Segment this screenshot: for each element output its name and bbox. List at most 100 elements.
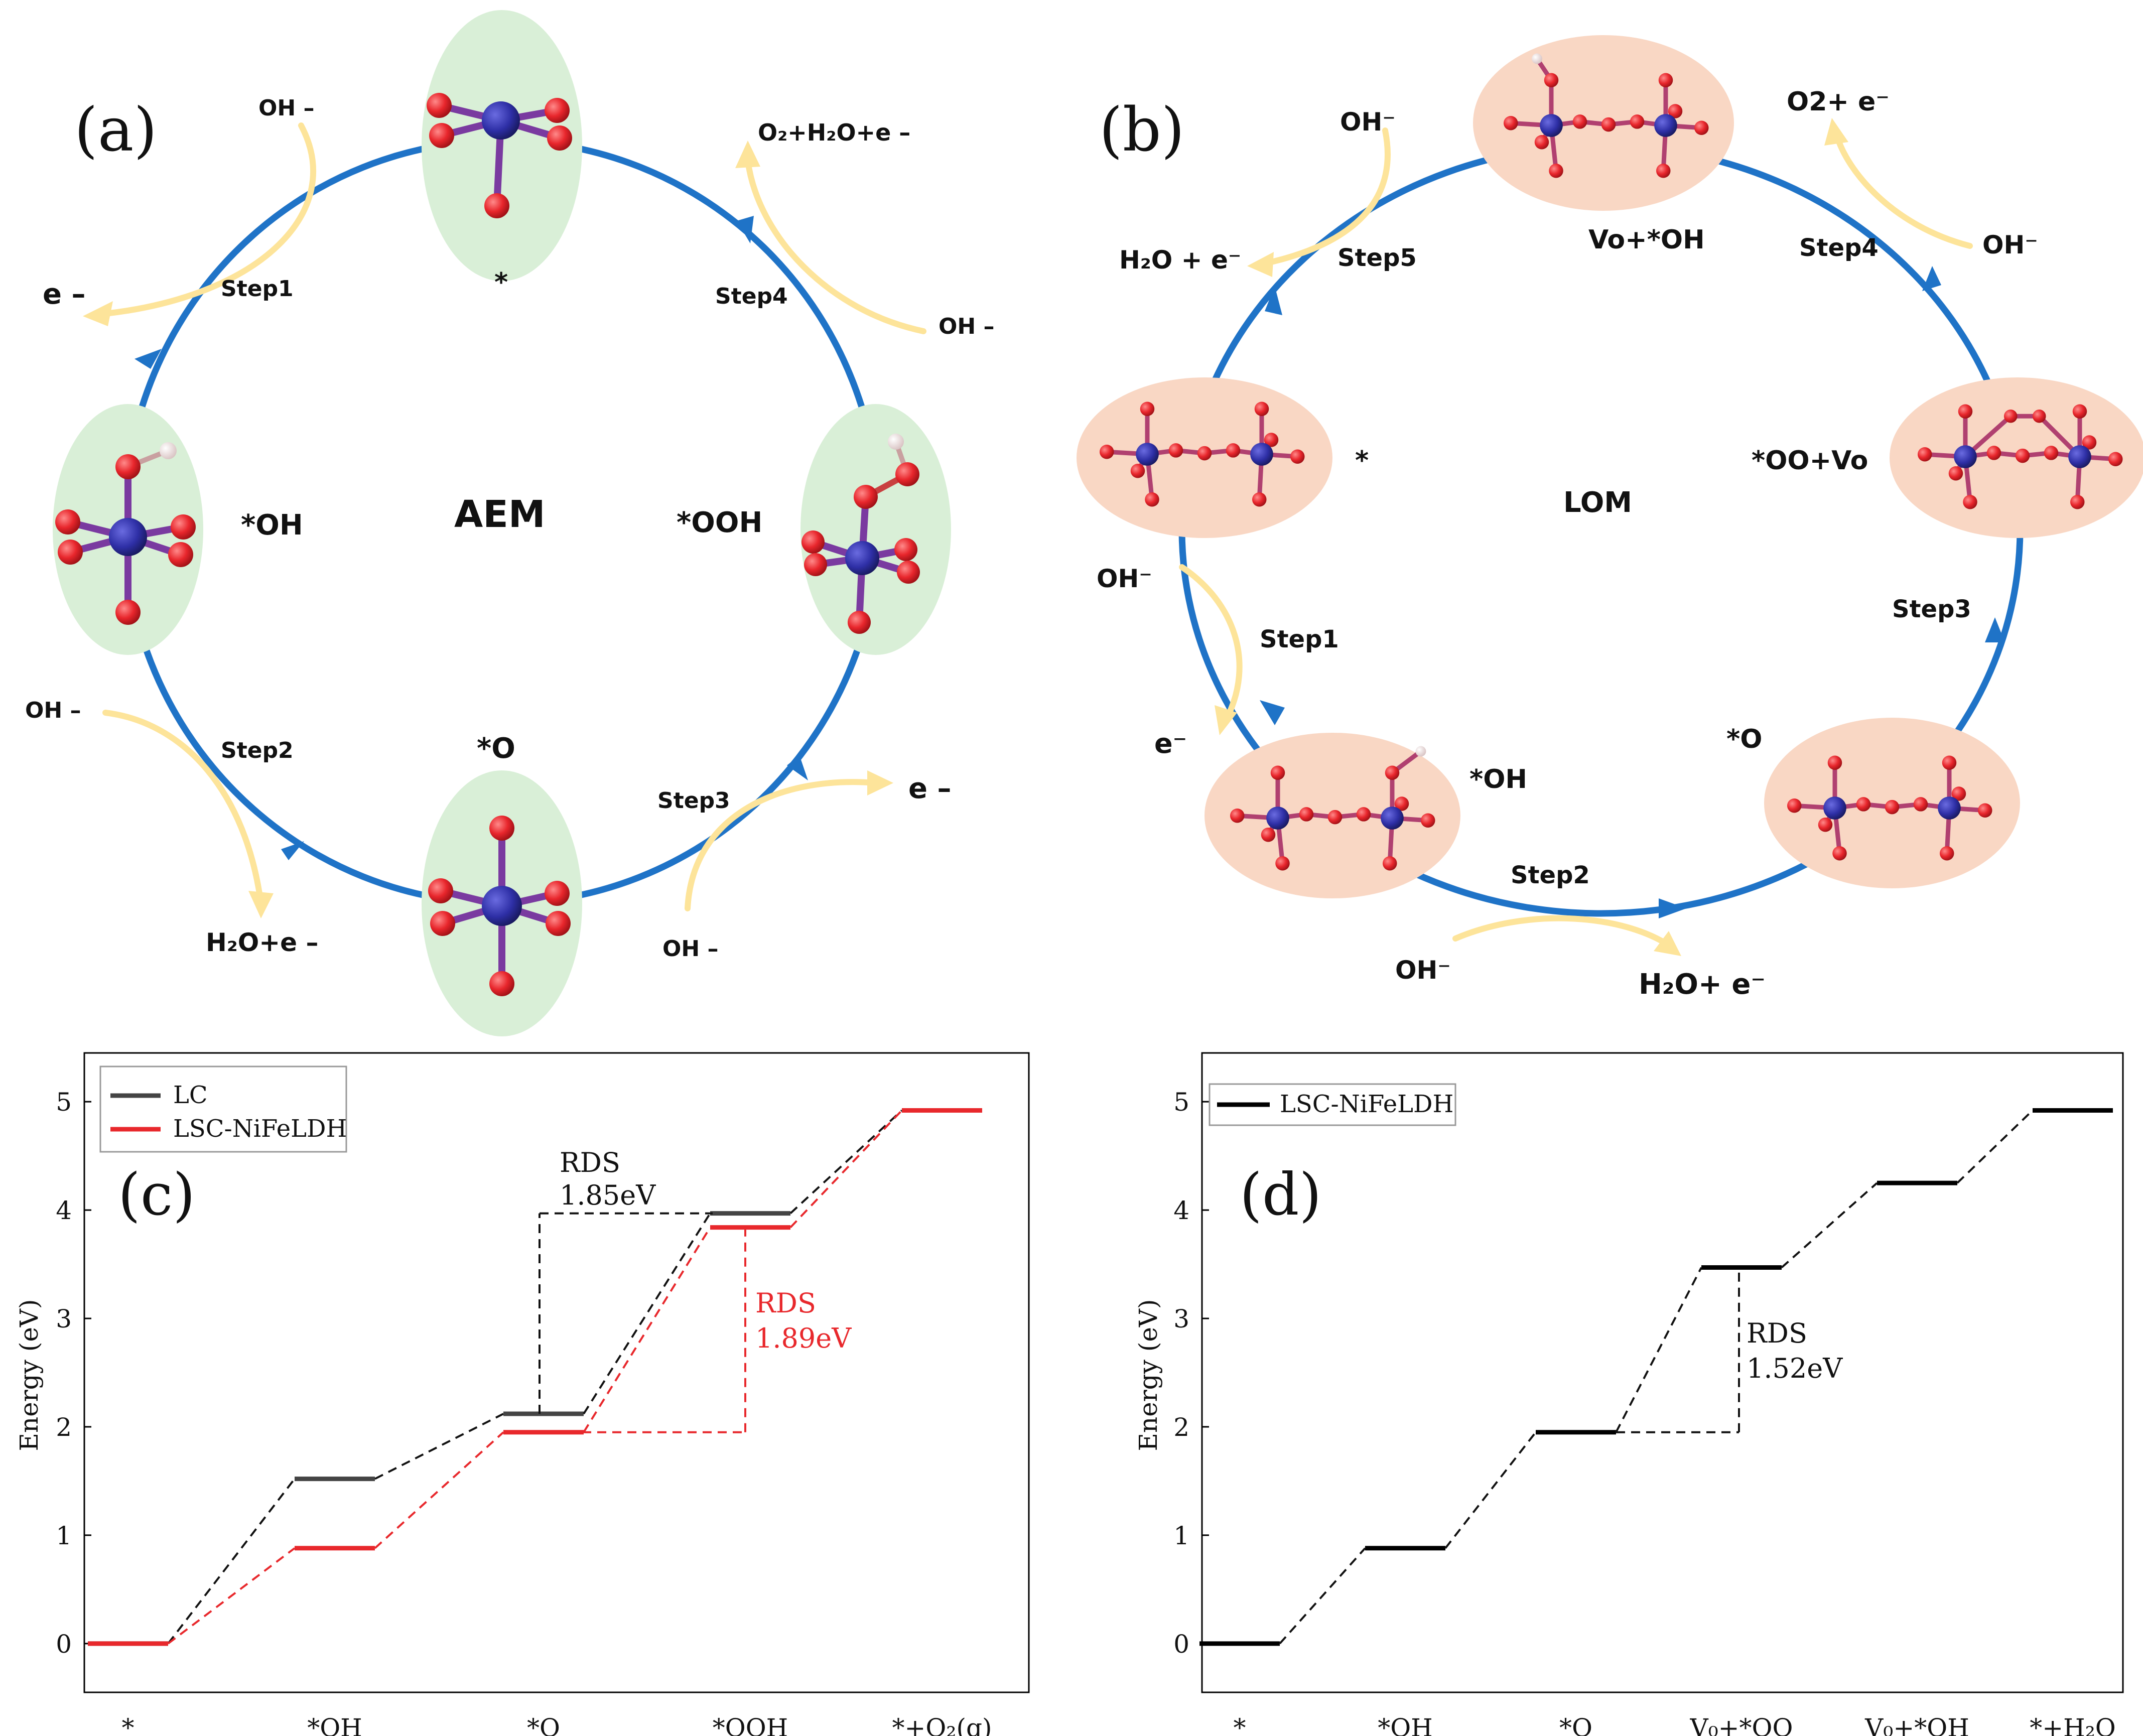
lom-product-4: O2+ e⁻ [1787,87,1890,117]
chart-d-rds-value: 1.52eV [1747,1353,1843,1384]
lom-state-right: *OO+Vo [1752,446,1868,476]
lom-step1-arrowhead [1215,705,1237,735]
x-tick-label: V₀+*OH [1864,1713,1969,1736]
aem-product-2: H₂O+e – [206,928,318,957]
oxygen-atom [1421,813,1435,828]
panel-c-letter: (c) [118,1161,195,1229]
connector-line [167,1478,296,1645]
lom-top-molecule [1504,53,1709,178]
aem-state-right: *OOH [677,506,762,539]
lom-state-left: * [1355,446,1369,476]
connector-line [789,1109,903,1215]
oxygen-atom [2015,448,2030,463]
lom-cycle-arrow-1 [1260,700,1285,725]
oxygen-atom [1694,120,1709,135]
connector-line [167,1547,296,1645]
chart-c-rds-lsc-label: RDS [755,1287,816,1319]
oxygen-atom [1270,765,1285,780]
lom-cycle-arrow-4 [1922,266,1941,291]
oxygen-atom [2044,446,2059,460]
aem-step3-label: Step3 [657,788,730,814]
chart-c-legend: LC LSC-NiFeLDH [99,1065,347,1153]
aem-oh-4: OH – [939,314,995,339]
hydrogen-atom [1532,53,1542,64]
connector-line [583,1227,711,1433]
chart-d-legend-lsc: LSC-NiFeLDH [1280,1090,1453,1118]
panel-b-letter: (b) [1099,95,1184,165]
lom-step1-arrow [1179,564,1243,721]
oxygen-atom [1948,466,1963,481]
lom-bottom-right-molecule [1787,755,1992,861]
oxygen-atom [1264,433,1279,447]
panel-d-letter: (d) [1240,1161,1321,1229]
aem-state-bottom: *O [477,732,515,765]
oxygen-atom [1385,765,1400,780]
y-tick-label: 5 [1173,1088,1189,1117]
x-tick-label: * [122,1713,135,1736]
lom-product-2: H₂O+ e⁻ [1639,968,1766,1001]
aem-cycle-arrow-2 [281,841,304,860]
x-tick-label: *O [527,1713,560,1736]
aem-step4-arrow [745,158,926,334]
aem-step1-arrowhead [83,301,113,326]
oxygen-atom [1226,443,1241,458]
oxygen-atom [1383,856,1397,871]
oxygen-atom [1168,443,1183,458]
aem-step4-label: Step4 [715,284,788,309]
x-tick-label: *+O₂(g) [892,1713,992,1736]
metal-atom [1136,443,1159,466]
oxygen-atom [2072,404,2087,419]
aem-oh-3: OH – [662,936,719,962]
connector-line [374,1413,504,1480]
oxygen-atom [1145,492,1159,507]
lom-oh-4: OH⁻ [1982,230,2038,259]
metal-atom [1250,443,1273,466]
oxygen-atom [1958,404,1973,419]
connector-line [1956,1110,2034,1184]
chart-c-legend-lc: LC [173,1081,208,1109]
oxygen-atom [1549,164,1563,178]
lom-step5-arrow [1262,127,1391,266]
lom-left-molecule [1100,402,1305,507]
oxygen-atom [2003,409,2018,423]
aem-step2-arrowhead [248,891,274,918]
y-tick-label: 1 [1173,1521,1189,1550]
oxygen-atom [1299,807,1314,822]
panel-a-letter: (a) [74,95,157,165]
oxygen-atom [1630,114,1645,129]
chart-c-frame [83,1052,1030,1693]
chart-d-legend: LSC-NiFeLDH [1209,1083,1456,1126]
metal-atom [1954,445,1977,468]
lom-cycle-arrow-2 [1659,898,1686,918]
lom-state-bottom-left: *OH [1469,764,1527,794]
oxygen-atom [1601,117,1616,132]
lom-step1-label: Step1 [1260,625,1339,653]
oxygen-atom [1832,846,1847,861]
aem-cycle-arrow-4 [737,216,754,243]
lom-bottom-left-molecule [1230,746,1435,871]
aem-left-molecule [55,442,196,625]
oxygen-atom [1254,402,1269,416]
connector-line [583,1213,711,1415]
oxygen-atom [1856,797,1871,812]
lom-product-5: H₂O + e⁻ [1119,245,1241,275]
oxygen-atom [1668,104,1683,118]
oxygen-atom [1572,114,1587,129]
lom-step5-label: Step5 [1337,244,1417,272]
y-tick-label: 3 [1173,1304,1189,1333]
metal-atom [1823,796,1846,820]
chart-c-rds-lc-value: 1.85eV [560,1179,656,1211]
oxygen-atom [2082,435,2097,450]
y-tick-label: 4 [1173,1196,1189,1225]
lom-step4-label: Step4 [1799,234,1879,262]
oxygen-atom [1827,755,1842,770]
metal-atom [1266,807,1289,830]
y-tick-label: 4 [56,1196,72,1225]
y-tick-label: 3 [56,1304,72,1333]
aem-oh-2: OH – [25,698,81,723]
lom-right-molecule [1918,404,2123,509]
chart-d-ylabel: Energy (eV) [1134,1299,1163,1451]
lom-step2-arrow [1452,915,1669,947]
